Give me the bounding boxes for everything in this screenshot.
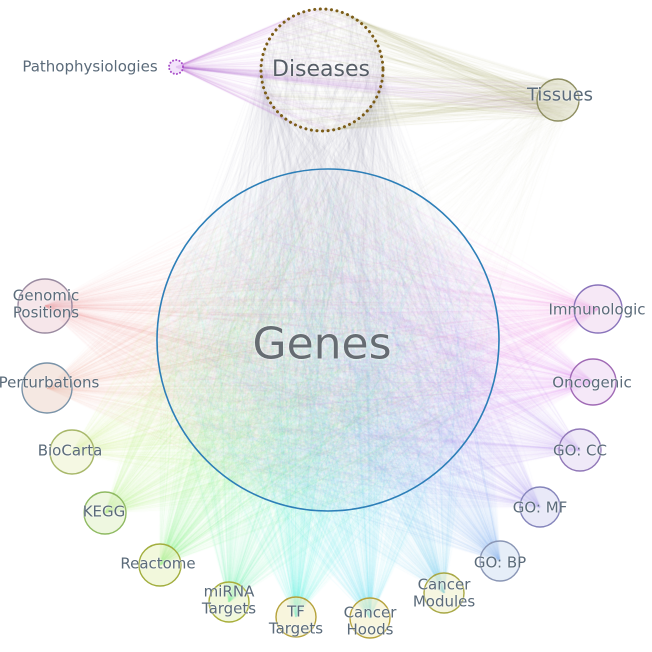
node-reactome[interactable] <box>138 543 182 587</box>
node-immunologic[interactable] <box>573 284 623 334</box>
node-diseases[interactable] <box>259 7 385 133</box>
node-oncogenic[interactable] <box>569 358 617 406</box>
node-cancer_hoods[interactable] <box>349 597 391 639</box>
node-pathophysiologies[interactable] <box>168 59 184 75</box>
node-go_mf[interactable] <box>519 486 561 528</box>
node-go_bp[interactable] <box>479 540 521 582</box>
node-tf_targets[interactable] <box>275 596 317 638</box>
node-genomic_positions[interactable] <box>17 278 73 334</box>
node-go_cc[interactable] <box>558 428 602 472</box>
node-perturbations[interactable] <box>21 362 73 414</box>
node-biocarta[interactable] <box>49 429 95 475</box>
node-cancer_modules[interactable] <box>423 572 465 614</box>
node-mirna_targets[interactable] <box>208 581 250 623</box>
node-genes[interactable] <box>156 168 500 512</box>
node-tissues[interactable] <box>536 78 580 122</box>
node-kegg[interactable] <box>83 491 127 535</box>
